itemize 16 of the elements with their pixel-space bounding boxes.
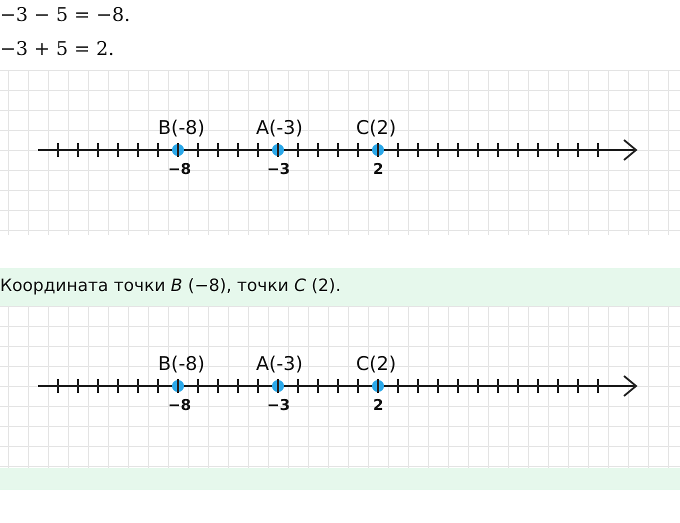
equation-text: −3 + 5 = 2. [0,38,114,60]
tick-number: −3 [267,160,290,178]
point-label: C(2) [356,117,396,139]
equation-text: −3 − 5 = −8. [0,4,130,26]
answer-text: Координата точки B (−8), точки C (2). [0,276,341,296]
point-label: A(-3) [256,353,303,375]
tick-number: −3 [267,396,290,414]
point-label: C(2) [356,353,396,375]
tick-number: 2 [373,396,384,414]
point-label: B(-8) [158,117,205,139]
tick-number: −8 [168,396,192,414]
point-label: B(-8) [158,353,205,375]
tick-number: 2 [373,160,384,178]
tick-number: −8 [168,160,192,178]
answer-band [0,468,680,490]
point-label: A(-3) [256,117,303,139]
